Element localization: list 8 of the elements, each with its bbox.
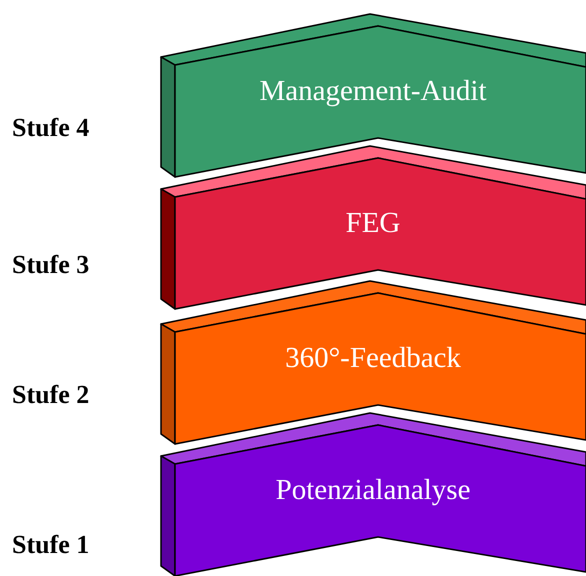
level-label: Stufe 4 — [12, 113, 90, 143]
band-label: Potenzialanalyse — [274, 474, 472, 507]
level-label: Stufe 2 — [12, 380, 90, 410]
band-label: FEG — [344, 207, 402, 240]
level-label: Stufe 3 — [12, 250, 90, 280]
band-label: 360°-Feedback — [284, 342, 462, 375]
level-label: Stufe 1 — [12, 530, 90, 560]
band-label: Management-Audit — [258, 75, 488, 108]
